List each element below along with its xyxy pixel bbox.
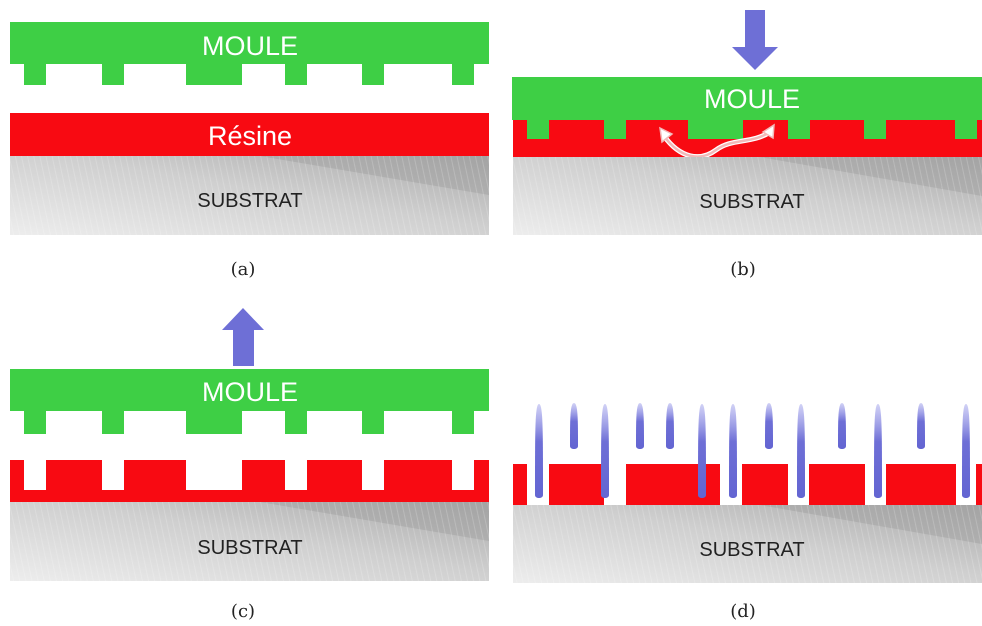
substrate-label-c: SUBSTRAT: [197, 537, 302, 559]
resin-layer-a: [10, 113, 489, 156]
substrate-label-d: SUBSTRAT: [699, 539, 804, 561]
caption-a: (a): [231, 259, 256, 280]
caption-b: (b): [730, 259, 756, 280]
substrate-label-a: SUBSTRAT: [197, 190, 302, 212]
panel-d: SUBSTRAT (d): [513, 403, 982, 622]
etching-ion-beams: [535, 403, 970, 498]
substrate-c: [10, 502, 489, 581]
mold-a: [10, 22, 489, 85]
mold-label-a: MOULE: [202, 31, 298, 61]
mold-b: [512, 77, 982, 139]
resin-label-a: Résine: [208, 121, 292, 151]
panel-b: MOULE SUBSTRAT (b): [512, 10, 982, 280]
caption-d: (d): [730, 601, 756, 622]
mold-label-c: MOULE: [202, 377, 298, 407]
substrate-b: [513, 157, 982, 235]
press-down-arrow-icon: [732, 10, 778, 70]
substrate-label-b: SUBSTRAT: [699, 191, 804, 213]
mold-label-b: MOULE: [704, 84, 800, 114]
etched-resin-d: [513, 464, 982, 505]
resin-layer-b: [513, 117, 982, 157]
resin-flow-arrow-icon: [659, 123, 775, 160]
caption-c: (c): [231, 601, 255, 622]
patterned-resin-c: [10, 460, 489, 502]
mold-c: [10, 369, 489, 434]
panel-c: MOULE SUBSTRAT (c): [10, 308, 489, 622]
lift-up-arrow-icon: [222, 308, 264, 366]
panel-a: MOULE Résine SUBSTRAT (a): [10, 22, 489, 280]
substrate-d: [513, 505, 982, 583]
substrate-a: [10, 156, 489, 235]
